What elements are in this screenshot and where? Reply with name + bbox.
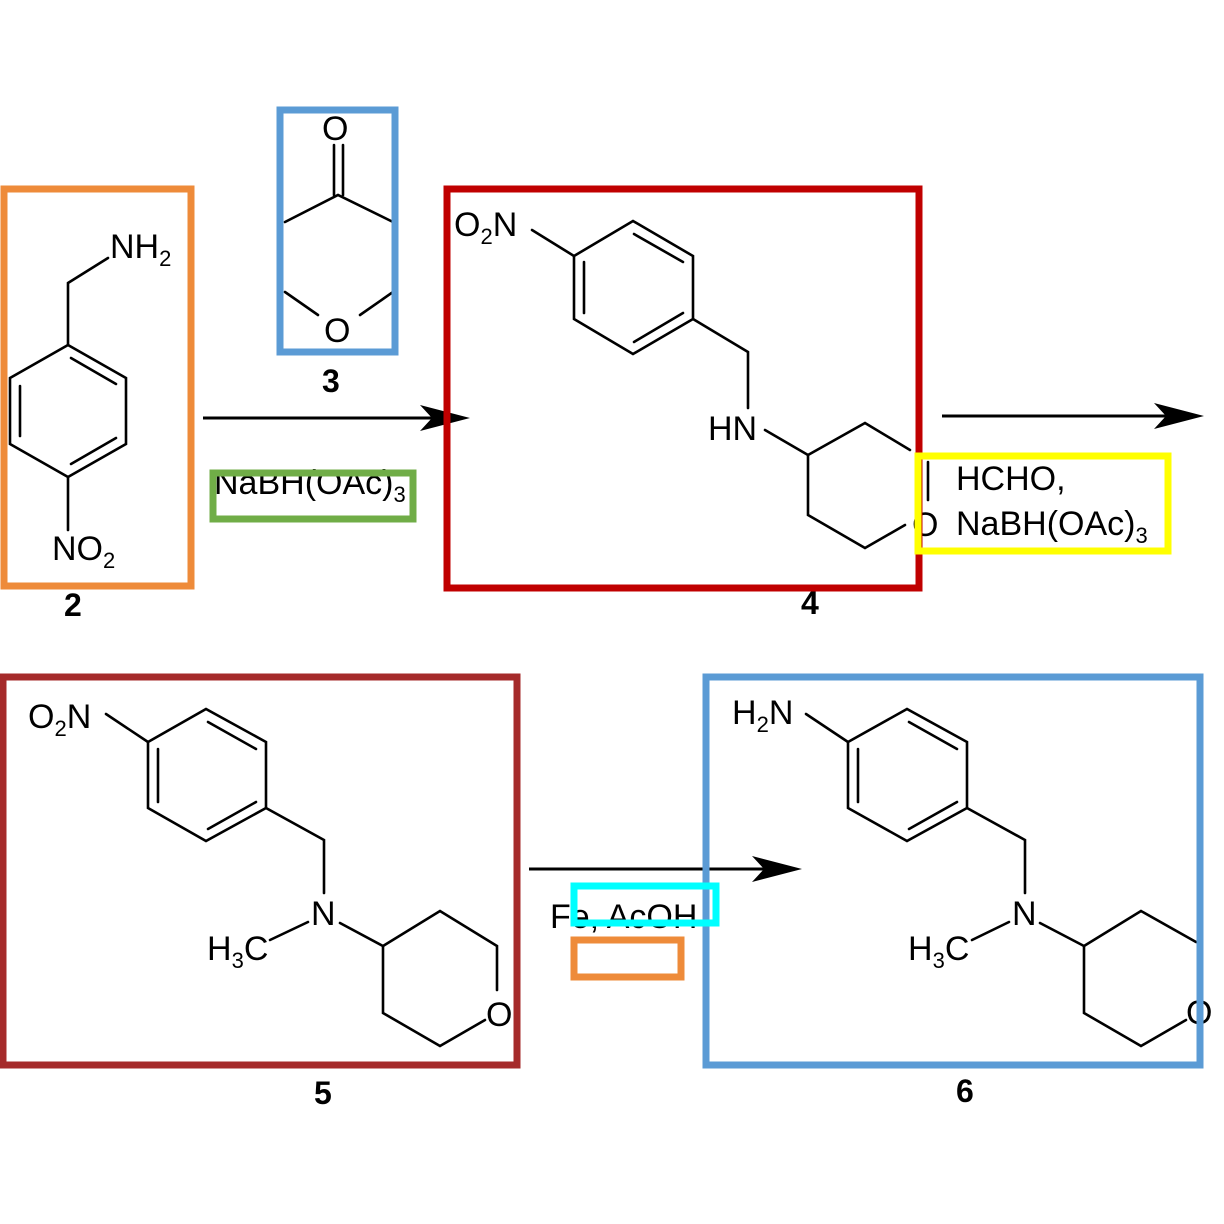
reagent-step2-line2: NaBH(OAc)3: [956, 505, 1148, 548]
h2n-label-6: H2N: [732, 694, 793, 737]
nh2-label: NH2: [110, 228, 171, 271]
highlight-box-compound-2: [0, 185, 195, 590]
highlight-box-compound-3: [276, 106, 399, 356]
ring-o-label-3: O: [324, 312, 350, 350]
highlight-box-compound-4: [443, 185, 923, 592]
compound-3: O O 3: [283, 110, 395, 399]
highlight-box-reagent-step3-top: [570, 882, 720, 927]
highlight-box-reagent-step1: [209, 469, 417, 523]
compound-4: O2N HN O 4: [454, 206, 938, 621]
compound-number-5: 5: [314, 1075, 332, 1111]
compound-6: H2N N H3C O 6: [732, 694, 1212, 1109]
reagent-step2-line1: HCHO,: [956, 460, 1066, 498]
h3c-label-6: H3C: [908, 930, 969, 973]
compound-number-2: 2: [64, 587, 82, 623]
highlight-box-compound-6: [702, 673, 1204, 1069]
reaction-arrow-3: [529, 856, 802, 882]
compound-number-4: 4: [801, 585, 819, 621]
compound-number-6: 6: [956, 1073, 974, 1109]
reaction-arrow-2: [942, 403, 1204, 429]
ring-o-label-5: O: [486, 996, 512, 1034]
compound-2: NH2 NO2 2: [8, 228, 171, 623]
reaction-arrow-1: [203, 405, 470, 431]
no2-label: NO2: [52, 530, 115, 573]
o2n-label-5: O2N: [28, 698, 91, 741]
o2n-label-4: O2N: [454, 206, 517, 249]
highlight-box-reagent-step3-bottom: [570, 936, 685, 981]
carbonyl-o-label: O: [322, 110, 348, 148]
compound-5: O2N N H3C O 5: [28, 698, 512, 1111]
n-label-5: N: [311, 895, 336, 933]
highlight-box-compound-5: [0, 673, 521, 1069]
highlight-box-reagent-step2: [914, 452, 1172, 555]
h3c-label-5: H3C: [207, 930, 268, 973]
n-label-6: N: [1012, 895, 1037, 933]
nh-label-4: HN: [708, 410, 757, 448]
compound-number-3: 3: [322, 363, 340, 399]
